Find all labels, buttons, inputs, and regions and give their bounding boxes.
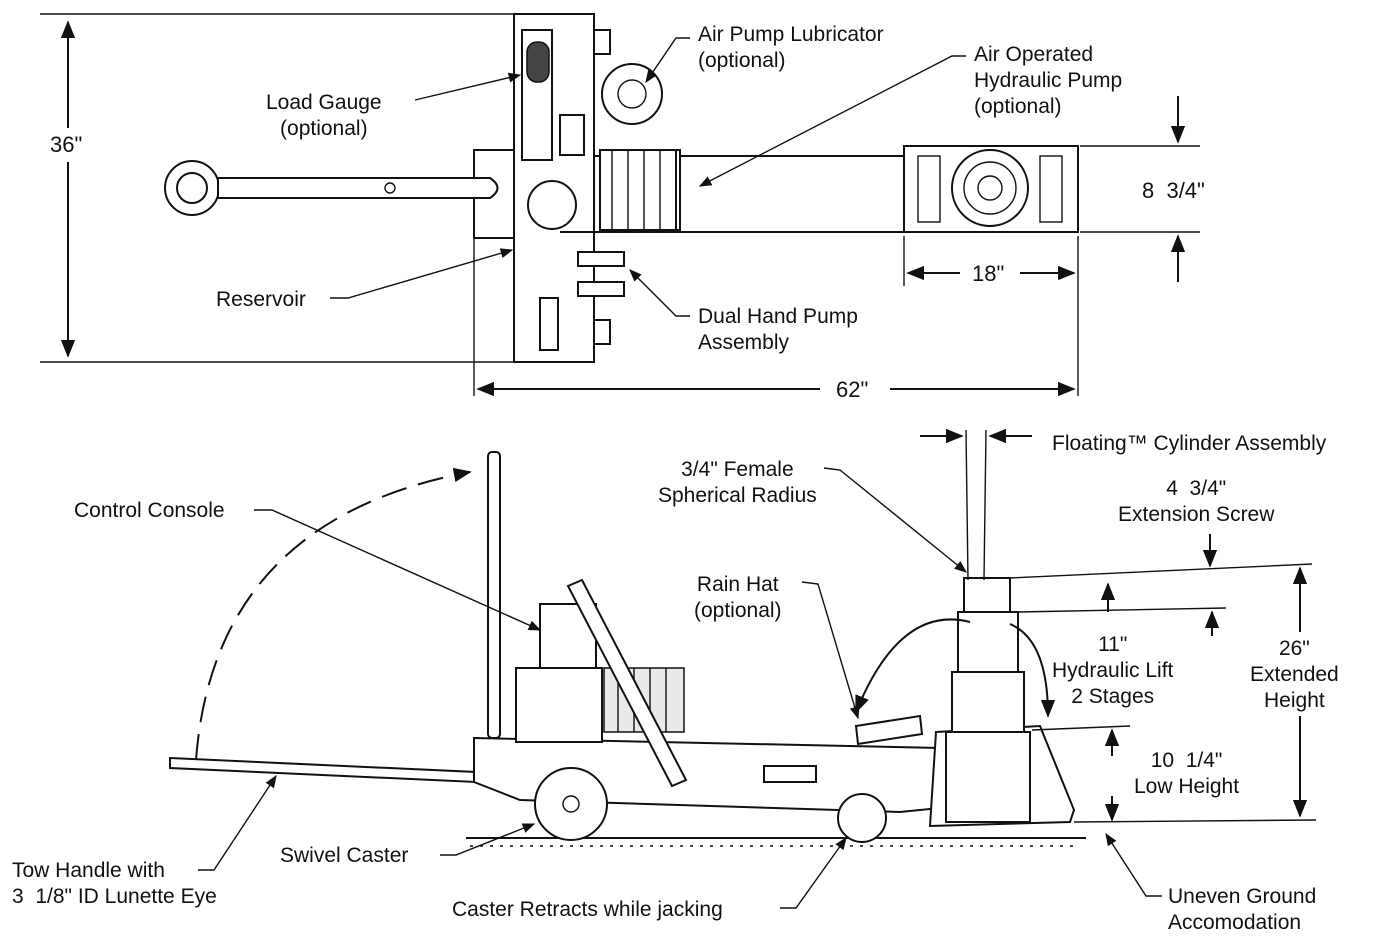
tow-handle-bar (217, 177, 499, 199)
console-block (515, 667, 603, 743)
cylinder-ring-mid (963, 161, 1017, 215)
air-hose (560, 150, 677, 233)
console-window (559, 114, 585, 156)
label-caster-retracts: Caster Retracts while jacking (452, 898, 723, 921)
leader-swivel-caster (440, 823, 536, 856)
lunette-eye-inner (176, 172, 208, 204)
cylinder-bracket-right (1039, 155, 1063, 223)
air-pump-body (599, 149, 681, 231)
pump-lever (566, 578, 688, 788)
dim-ext-line (1009, 563, 1313, 579)
leader-hand-pump (629, 269, 690, 317)
dim-depth-8-3-4: 8 3/4" (1142, 178, 1205, 204)
top-view-drawing (40, 13, 1200, 397)
label-tow-handle: Tow Handle with 3 1/8" ID Lunette Eye (12, 859, 217, 908)
cylinder-centerline-left (965, 429, 969, 581)
lubricator-body (601, 63, 663, 125)
hand-pump-1 (577, 251, 625, 267)
label-dual-hand-pump: Dual Hand Pump Assembly (698, 305, 858, 354)
side-view-drawing (169, 428, 1317, 909)
dim-extended-height: 26" Extended Height (1250, 637, 1339, 712)
label-load-gauge: Load Gauge (optional) (266, 91, 382, 140)
dim-length-18: 18" (972, 261, 1005, 287)
label-reservoir: Reservoir (216, 288, 306, 311)
handle-raised (487, 451, 501, 739)
label-air-operated-pump: Air Operated Hydraulic Pump (optional) (974, 43, 1123, 118)
leader-reservoir (330, 248, 514, 299)
cylinder-ring-outer (951, 149, 1029, 227)
dim-low-height: 10 1/4" Low Height (1134, 749, 1240, 798)
swivel-caster-wheel (534, 767, 608, 841)
lubricator-cap (617, 79, 647, 109)
label-female-radius: 3/4" Female Spherical Radius (658, 458, 817, 507)
dim-hydraulic-lift: 11" Hydraulic Lift 2 Stages (1052, 633, 1174, 708)
dim-extension-screw: 4 3/4" Extension Screw (1118, 477, 1275, 526)
chassis-slot (763, 765, 817, 783)
leader-tow-handle (198, 774, 277, 871)
tilt-arrow-right (1009, 623, 1056, 718)
dim-ext-line (1017, 607, 1227, 613)
dim-ext-line (1073, 819, 1317, 823)
leader-load-gauge (414, 72, 522, 101)
leader-caster-retracts (780, 836, 847, 909)
tow-handle-lowered (169, 756, 477, 784)
handle-swing-arc (195, 467, 472, 761)
label-rain-hat: Rain Hat (optional) (694, 573, 782, 622)
cylinder-centerline-right (983, 429, 987, 581)
leader-rain-hat (801, 581, 860, 720)
leader-control-console (254, 509, 542, 631)
retract-caster-wheel (837, 793, 887, 843)
hand-pump-2 (577, 281, 625, 297)
label-swivel-caster: Swivel Caster (280, 844, 409, 867)
frame-lug-2 (593, 319, 611, 345)
cylinder-ring-inner (977, 175, 1003, 201)
swivel-caster-hub (562, 795, 580, 813)
tow-handle-pin (384, 182, 396, 194)
frame-lug-1 (593, 29, 611, 55)
dim-width-36: 36" (50, 132, 83, 158)
leader-uneven-ground (1105, 832, 1162, 897)
label-control-console: Control Console (74, 499, 225, 522)
label-air-pump-lubricator: Air Pump Lubricator (optional) (698, 23, 884, 72)
extension-screw (963, 577, 1011, 613)
leader-air-pump (698, 55, 966, 187)
reservoir-cap (527, 180, 577, 230)
tilt-arrow-left (855, 618, 971, 714)
rain-hat (854, 714, 924, 746)
cylinder-stage-1 (945, 731, 1031, 823)
cylinder-stage-2 (951, 671, 1025, 733)
load-gauge-dial (526, 41, 550, 83)
reservoir-sight (539, 297, 559, 351)
dim-length-62: 62" (836, 377, 869, 403)
cylinder-bracket-left (917, 155, 941, 223)
leader-female-radius (823, 467, 967, 573)
leader-lubricator (645, 37, 690, 84)
dim-ext-line (1031, 725, 1131, 731)
label-floating-cylinder: Floating™ Cylinder Assembly (1052, 432, 1327, 455)
label-uneven-ground: Uneven Ground Accomodation (1168, 885, 1317, 934)
